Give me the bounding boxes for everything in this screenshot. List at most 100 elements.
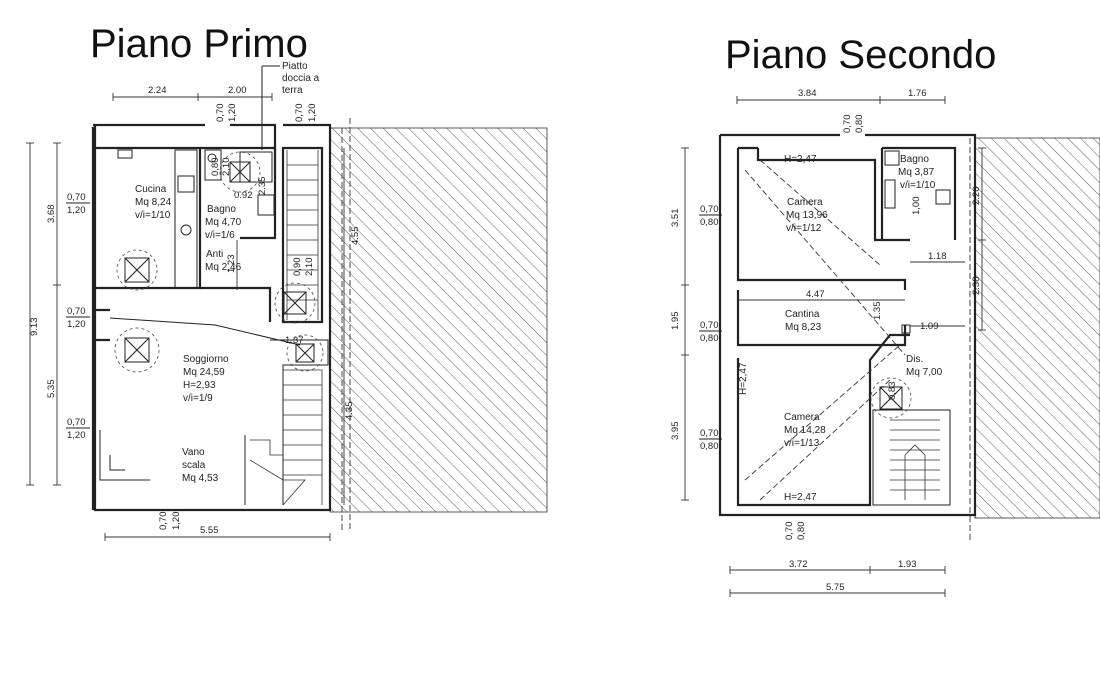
room-name: Cantina <box>785 309 820 320</box>
f2-dim-top-right: 1.76 <box>908 88 927 99</box>
room-ratio: v/i=1/12 <box>786 223 822 234</box>
dimension-label: 0,70 <box>784 522 795 541</box>
f2-staircase <box>890 419 940 500</box>
room-name: Camera <box>784 412 820 423</box>
f1-dim-upper-height: 3.68 <box>46 205 57 224</box>
room-name: Vano <box>182 447 205 458</box>
f2-adjacent-property-hatch <box>974 137 1100 519</box>
f1-staircase <box>249 150 323 506</box>
f2-dim-right-top: 2.20 <box>971 187 982 206</box>
room-name: Camera <box>787 197 823 208</box>
f1-dim-anti: 1.23 <box>226 255 237 274</box>
f1-window-labels: 0,70 1,20 0,70 1,20 0,70 1,20 0,70 1,20 … <box>66 104 318 531</box>
dimension-label: 1,20 <box>67 319 86 330</box>
dimension-label: 0,80 <box>700 333 719 344</box>
floor-2-title: Piano Secondo <box>725 33 996 77</box>
dimension-label: 0,80 <box>796 522 807 541</box>
room-area: Mq 4,70 <box>205 217 242 228</box>
f2-dim-top-left: 3.84 <box>798 88 817 99</box>
room-name: Bagno <box>900 154 929 165</box>
f2-room-bagno: Bagno Mq 3,87 v/i=1/10 <box>898 154 936 191</box>
f1-dim-bagno-inner: 0.92 <box>234 190 253 201</box>
f1-room-soggiorno: Soggiorno Mq 24,59 H=2,93 v/i=1/9 <box>183 354 229 404</box>
f1-appliance-symbols <box>114 151 324 373</box>
dimension-label: 2,10 <box>304 258 315 277</box>
dimension-label: 1,20 <box>171 512 182 531</box>
f1-dim-right-upper: 4.55 <box>350 227 361 246</box>
room-area: Mq 24,59 <box>183 367 225 378</box>
room-area: Mq 4,53 <box>182 473 219 484</box>
room-name: Cucina <box>135 184 167 195</box>
room-area: Mq 7,00 <box>906 367 943 378</box>
dimension-label: 1,20 <box>67 430 86 441</box>
f2-dim-100: 1,00 <box>911 197 922 216</box>
room-area: Mq 8,24 <box>135 197 172 208</box>
room-name: Bagno <box>207 204 236 215</box>
dimension-label: 0,70 <box>67 417 86 428</box>
room-ratio: v/i=1/9 <box>183 393 213 404</box>
room-name: Anti <box>206 249 223 260</box>
floor-1-plan: Piano Primo Piatto doccia a terra 2.24 2… <box>26 22 548 541</box>
dimension-label: 0,70 <box>842 115 853 134</box>
dimension-label: 0,70 <box>294 104 305 123</box>
dimension-label: 1,20 <box>307 104 318 123</box>
f2-dim-135: 1.35 <box>872 302 883 321</box>
room-name-2: scala <box>182 460 206 471</box>
f2-dim-left-bot: 3.95 <box>670 422 681 441</box>
f1-dim-bottom: 5.55 <box>200 525 219 536</box>
dimension-label: 0,80 <box>700 441 719 452</box>
dimension-label: 0,80 <box>700 217 719 228</box>
f2-height-top: H=2,47 <box>784 154 817 165</box>
dimension-label: 0,80 <box>210 158 221 177</box>
room-area: Mq 2,46 <box>205 262 242 273</box>
floor-1-title: Piano Primo <box>90 22 308 66</box>
f1-dim-bagno-h: 2.35 <box>257 177 268 196</box>
room-ratio: v/i=1/10 <box>900 180 936 191</box>
f2-room-cantina: Cantina Mq 8,23 <box>785 309 822 333</box>
dimension-label: 0,70 <box>67 306 86 317</box>
f2-dim-bottom-right: 1.93 <box>898 559 917 570</box>
dimension-label: 0,90 <box>292 258 303 277</box>
f2-dim-bottom-left: 3.72 <box>789 559 808 570</box>
dimension-label: 0,70 <box>67 192 86 203</box>
f2-room-camera-2: Camera Mq 14,28 v/i=1/13 <box>784 412 826 449</box>
f1-dim-top-left: 2.24 <box>148 85 167 96</box>
f1-adjacent-property-hatch <box>329 127 548 513</box>
f1-room-bagno: Bagno Mq 4,70 v/i=1/6 <box>205 204 242 241</box>
f1-dim-stair: 1.37 <box>285 335 304 346</box>
floor-2-plan: Piano Secondo 3.84 1.76 <box>670 33 1100 597</box>
f2-room-dis: Dis. Mq 7,00 <box>906 354 943 378</box>
f2-dim-left-top: 3.51 <box>670 209 681 228</box>
f1-dim-total-height: 9.13 <box>29 318 40 337</box>
f1-dim-top-right: 2.00 <box>228 85 247 96</box>
dimension-label: 2,10 <box>221 158 232 177</box>
f2-dim-bottom-total: 5.75 <box>826 582 845 593</box>
f2-dim-right-bot: 2.38 <box>971 277 982 296</box>
room-area: Mq 14,28 <box>784 425 826 436</box>
room-height: H=2,93 <box>183 380 216 391</box>
f1-room-anti: Anti Mq 2,46 <box>205 249 242 273</box>
shower-note-line2: doccia a <box>282 73 320 84</box>
f1-dim-right-lower: 4.35 <box>344 402 355 421</box>
room-name: Dis. <box>906 354 923 365</box>
dimension-label: 1,20 <box>67 205 86 216</box>
shower-note-line3: terra <box>282 85 303 96</box>
dimension-label: 0,70 <box>700 428 719 439</box>
room-area: Mq 13,96 <box>786 210 828 221</box>
f1-room-cucina: Cucina Mq 8,24 v/i=1/10 <box>135 184 172 221</box>
room-ratio: v/i=1/6 <box>205 230 235 241</box>
dimension-label: 0,70 <box>215 104 226 123</box>
f2-dim-447: 4.47 <box>806 289 825 300</box>
room-name: Soggiorno <box>183 354 229 365</box>
dimension-label: 1,20 <box>227 104 238 123</box>
f2-dim-083: 0,83 <box>887 382 898 401</box>
f2-dim-109: 1.09 <box>920 321 939 332</box>
f2-dim-left-mid: 1.95 <box>670 312 681 331</box>
dimension-label: 0,70 <box>158 512 169 531</box>
room-area: Mq 8,23 <box>785 322 822 333</box>
f2-dim-118: 1.18 <box>928 251 947 262</box>
f1-dim-lower-height: 5.35 <box>46 380 57 399</box>
f1-room-vano-scala: Vano scala Mq 4,53 <box>182 447 219 484</box>
room-ratio: v/i=1/13 <box>784 438 820 449</box>
